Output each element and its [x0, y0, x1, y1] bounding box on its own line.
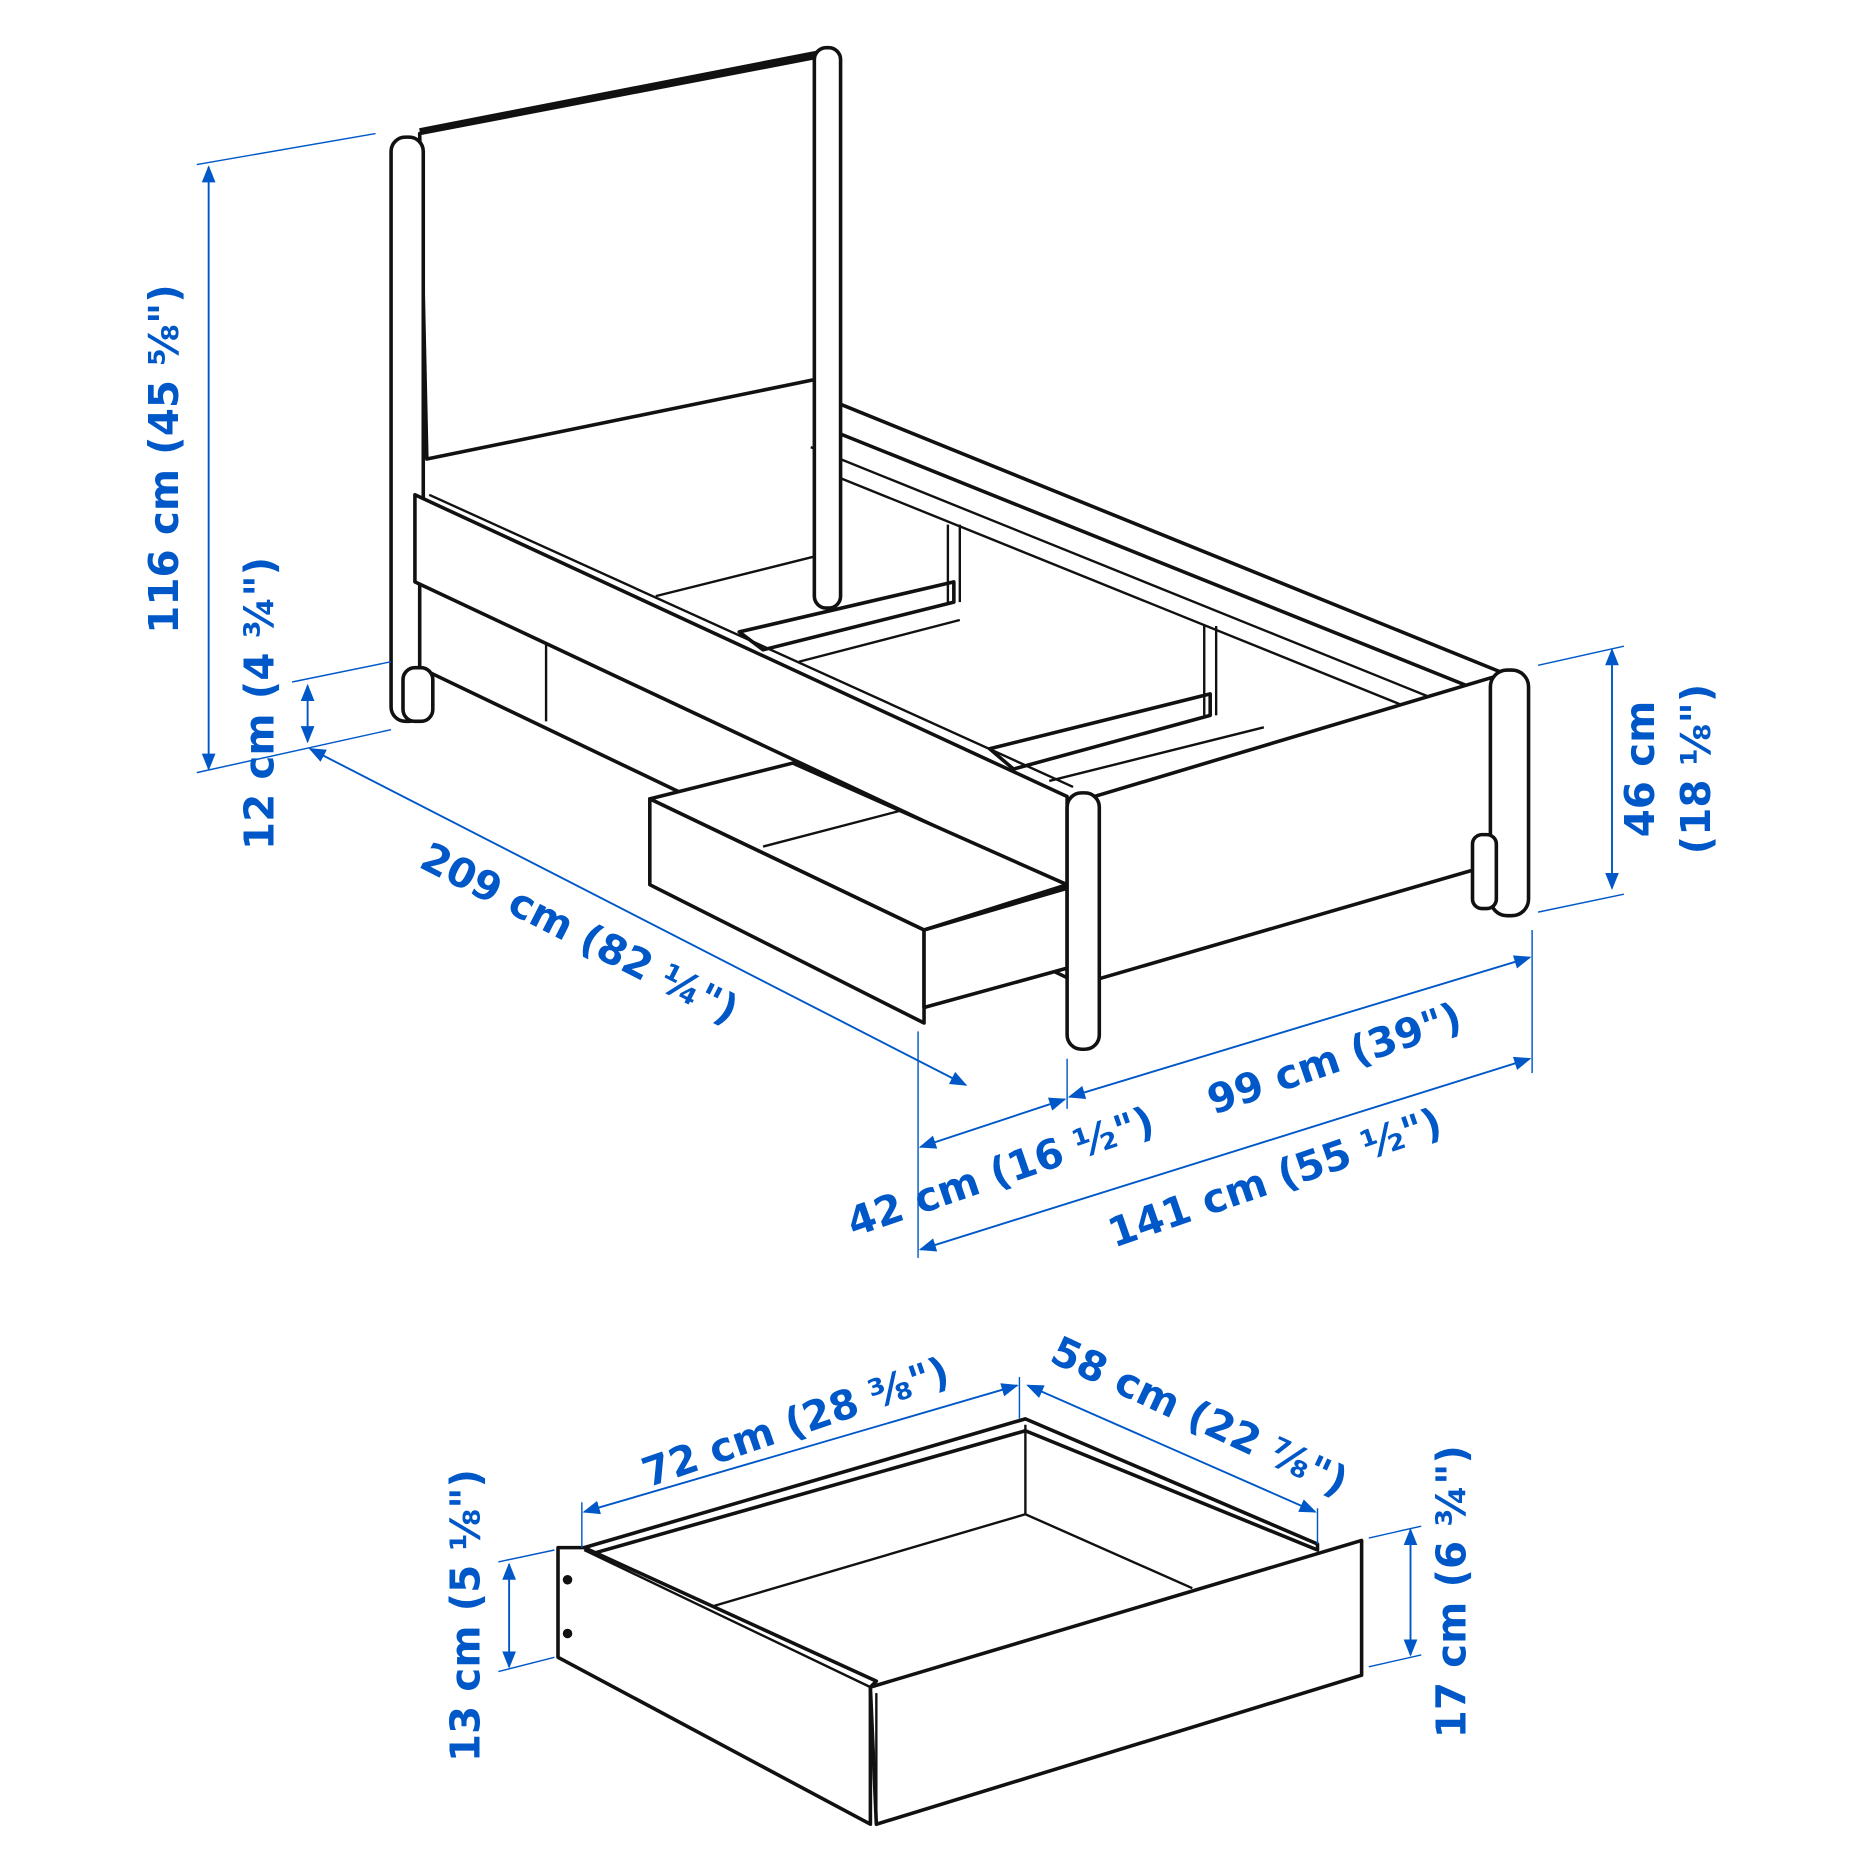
drawer-left-side — [556, 1545, 879, 1827]
drawer-front-height-label: 17 cm (6 ¾") — [1428, 1445, 1476, 1738]
slat — [987, 692, 1212, 771]
drawer-width-label: 72 cm (28 ⅜") — [636, 1347, 956, 1497]
foot-left-post — [1065, 791, 1102, 1052]
headboard-right-post — [812, 45, 843, 610]
height-total-label: 116 cm (45 ⅝") — [140, 284, 188, 634]
drawer-depth-label: 58 cm (22 ⅞") — [1044, 1326, 1356, 1505]
slat — [737, 580, 956, 652]
clearance-label: 12 cm (4 ¾") — [235, 557, 283, 850]
drawer-front — [868, 1538, 1364, 1827]
frame-height-in-label: (18 ⅛") — [1672, 684, 1720, 855]
drawer-back-height-label: 13 cm (5 ⅛") — [442, 1469, 490, 1762]
frame-height-cm-label: 46 cm — [1616, 701, 1664, 838]
foot-right-post — [1488, 668, 1531, 918]
width-with-drawer-label: 141 cm (55 ½") — [1102, 1098, 1448, 1257]
back-side-rail — [826, 397, 1507, 700]
